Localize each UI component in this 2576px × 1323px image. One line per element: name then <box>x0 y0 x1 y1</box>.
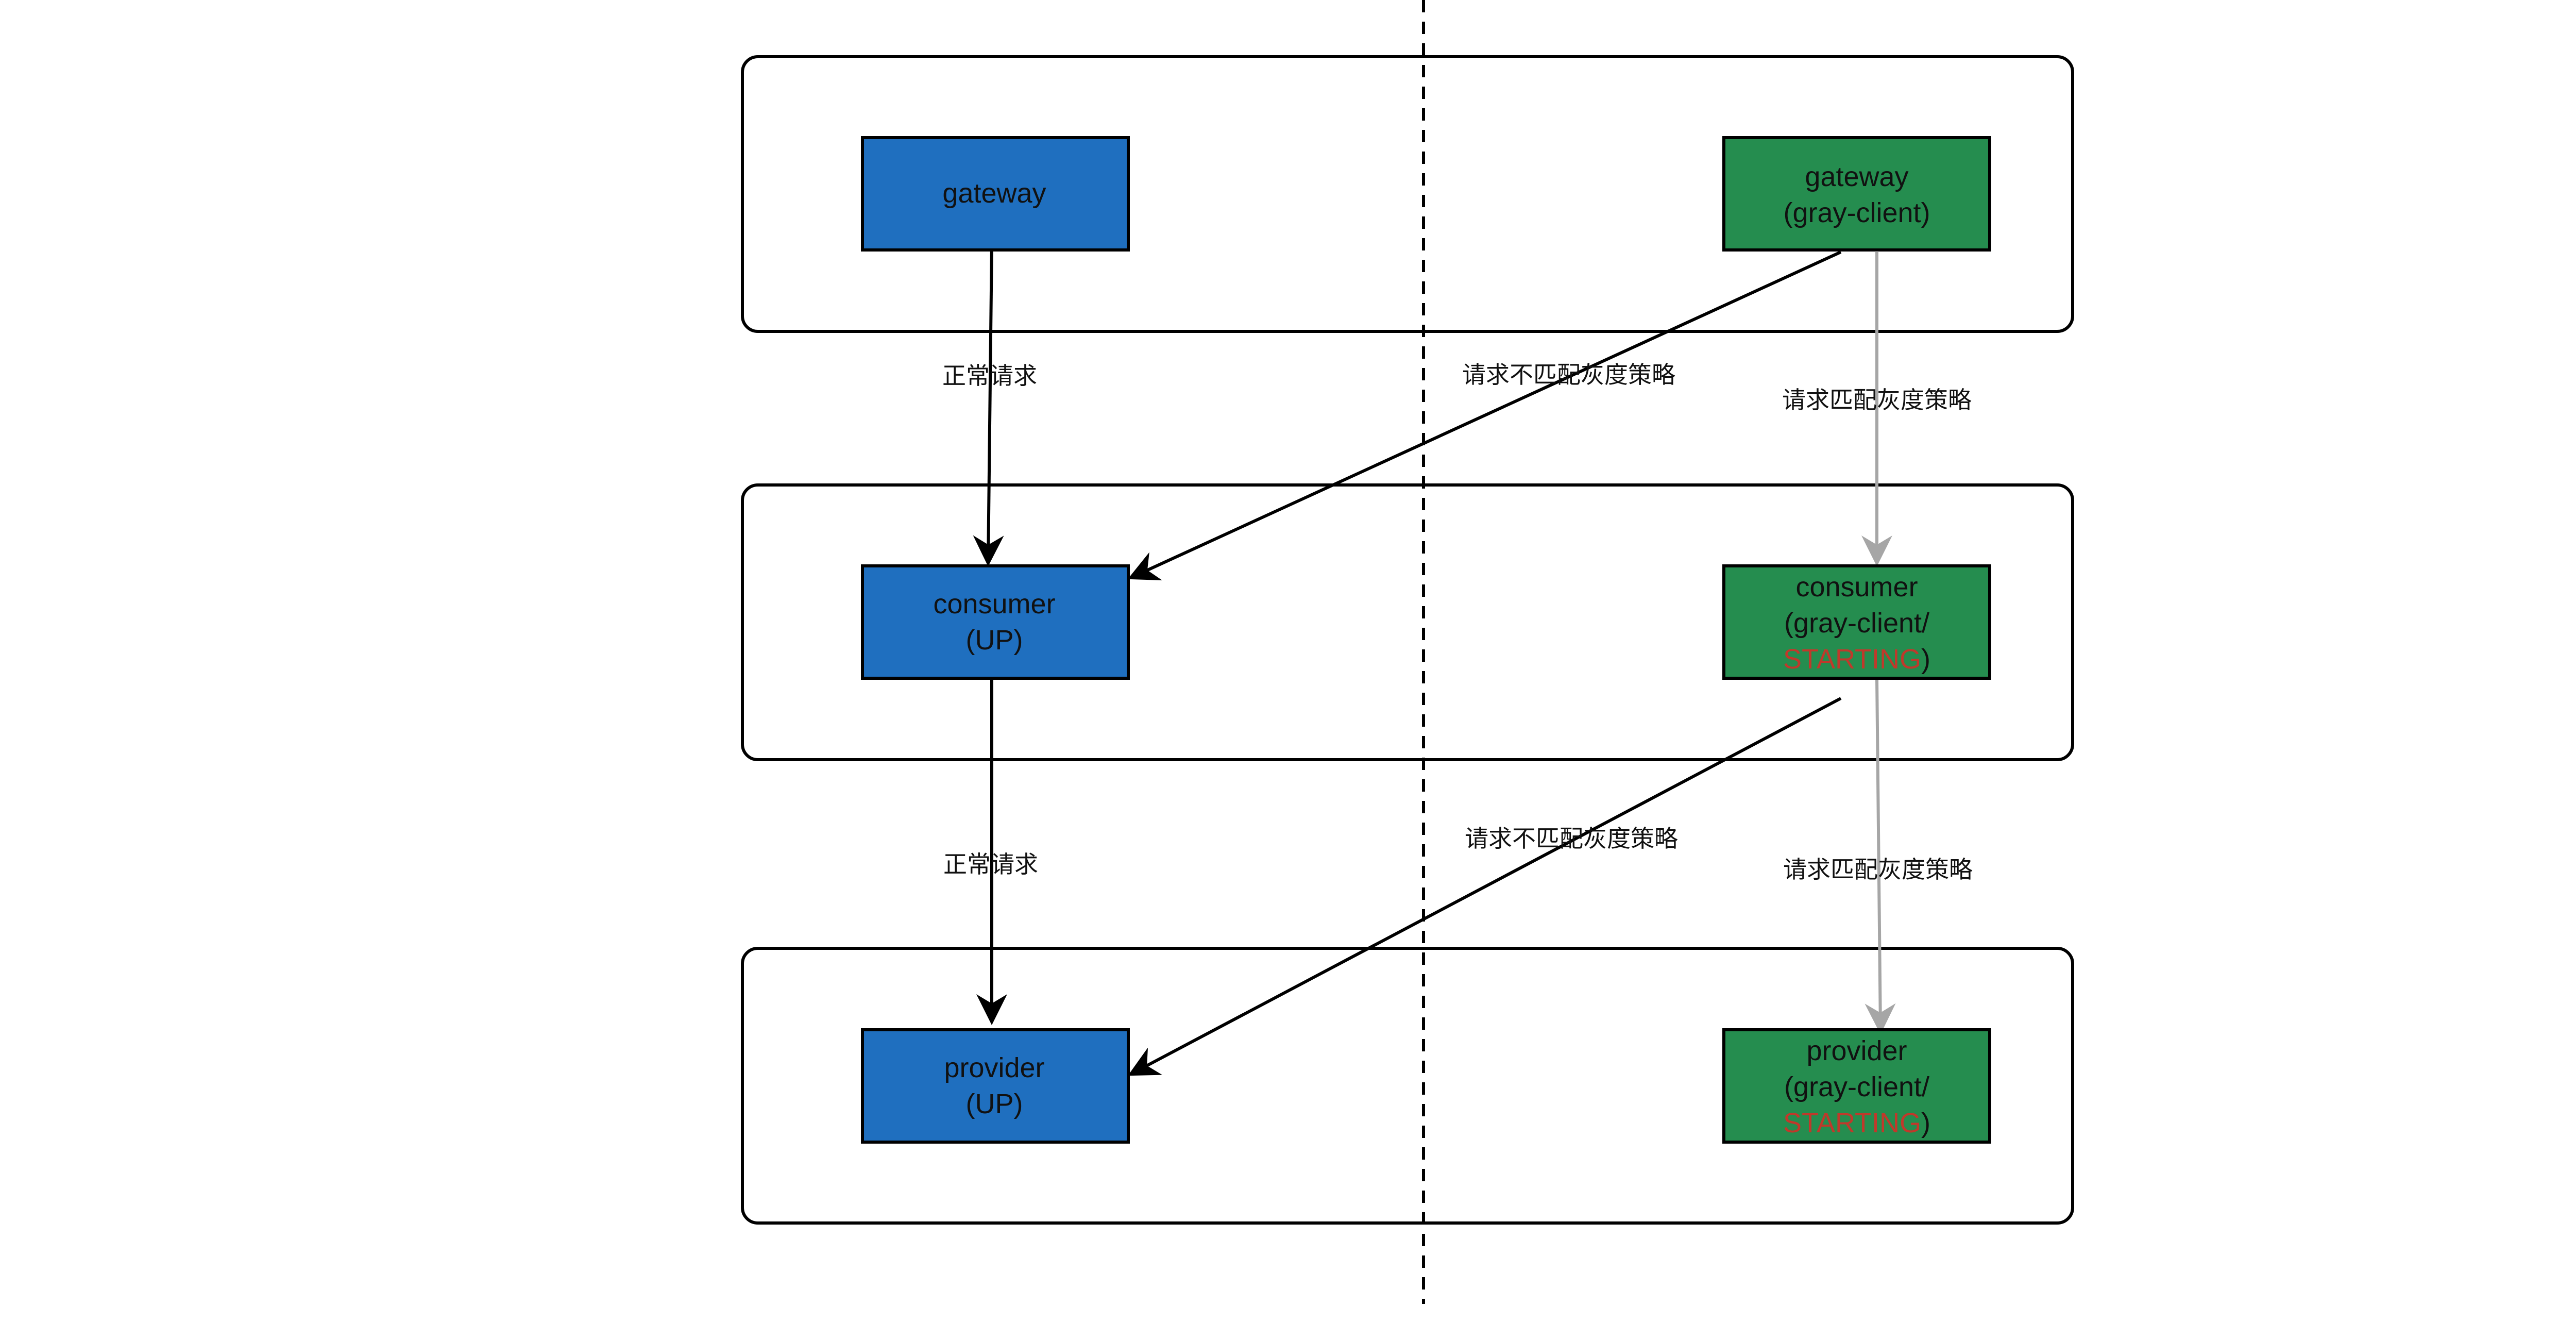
gateway-label: gateway <box>942 178 1046 209</box>
gateway-gray-label: gateway <box>1805 161 1908 192</box>
provider-gray-box <box>1722 1028 1991 1144</box>
edge-label-normal-2: 正常请求 <box>943 850 1038 878</box>
consumer-status-label: (UP) <box>966 625 1023 656</box>
node-provider: provider (UP) <box>861 1028 1130 1144</box>
provider-box <box>861 1028 1130 1144</box>
gateway-layer-group <box>741 55 2074 333</box>
provider-label: provider <box>944 1052 1044 1083</box>
consumer-label: consumer <box>933 589 1055 619</box>
consumer-layer-group <box>741 483 2074 761</box>
edge-gateway-to-consumer <box>973 244 1004 566</box>
consumer-gray-status-line: STARTING) <box>1783 644 1930 675</box>
provider-gray-label: provider <box>1806 1035 1907 1066</box>
provider-gray-status: STARTING <box>1783 1108 1921 1138</box>
edge-label-normal-1: 正常请求 <box>942 362 1037 390</box>
gateway-box <box>861 136 1130 252</box>
node-gateway: gateway <box>861 136 1130 252</box>
consumer-gray-box <box>1722 564 1991 680</box>
node-provider-gray: provider (gray-client/ STARTING) <box>1722 1028 1991 1144</box>
provider-gray-tag: (gray-client/ <box>1784 1071 1929 1102</box>
consumer-box <box>861 564 1130 680</box>
consumer-gray-tag: (gray-client/ <box>1784 608 1929 639</box>
consumer-gray-label: consumer <box>1795 572 1918 602</box>
gateway-gray-box <box>1722 136 1991 252</box>
edge-label-match-2: 请求匹配灰度策略 <box>1783 856 1973 883</box>
provider-status-label: (UP) <box>966 1088 1023 1119</box>
edge-gray-consumer-to-provider <box>1128 697 1842 1076</box>
edge-gray-consumer-to-gray-provider <box>1865 679 1896 1034</box>
provider-gray-close: ) <box>1921 1108 1930 1138</box>
edge-label-mismatch-2: 请求不匹配灰度策略 <box>1465 825 1678 852</box>
consumer-gray-status: STARTING <box>1783 644 1921 675</box>
node-consumer: consumer (UP) <box>861 564 1130 680</box>
provider-layer-group <box>741 947 2074 1225</box>
edge-gray-gateway-to-consumer <box>1127 250 1842 581</box>
node-gateway-gray: gateway (gray-client) <box>1722 136 1991 252</box>
node-consumer-gray: consumer (gray-client/ STARTING) <box>1722 564 1991 680</box>
edge-label-mismatch-1: 请求不匹配灰度策略 <box>1462 361 1675 389</box>
edge-label-match-1: 请求匹配灰度策略 <box>1782 386 1972 414</box>
gateway-gray-tag: (gray-client) <box>1783 197 1930 228</box>
provider-gray-status-line: STARTING) <box>1783 1108 1930 1138</box>
consumer-gray-close: ) <box>1921 644 1930 675</box>
